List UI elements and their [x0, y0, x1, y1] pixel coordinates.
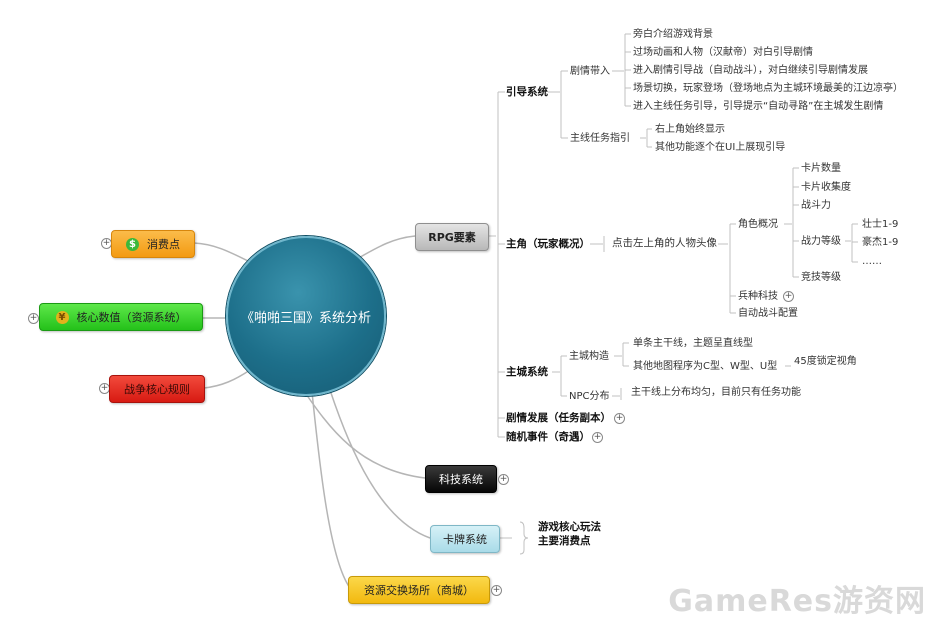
structure-view-note: 45度锁定视角: [794, 356, 857, 367]
node-battle-rules-label: 战争核心规则: [124, 383, 190, 396]
npc-note: 主干线上分布均匀，目前只有任务功能: [631, 387, 801, 398]
node-shop[interactable]: 资源交换场所（商城）: [348, 576, 490, 604]
mainline-item-2: 其他功能逐个在UI上展现引导: [655, 142, 786, 153]
node-core-values[interactable]: ¥ 核心数值（资源系统）: [39, 303, 203, 331]
overview-combat-power: 战斗力: [801, 200, 831, 211]
story-item-4: 场景切换，玩家登场（登场地点为主城环境最美的江边凉亭）: [633, 83, 903, 94]
expand-random-icon[interactable]: +: [592, 432, 603, 443]
level-hero: 豪杰1-9: [862, 237, 899, 248]
expand-troop-tech-icon[interactable]: +: [783, 291, 794, 302]
node-tech-system-label: 科技系统: [439, 473, 483, 486]
structure-item-2: 其他地图程序为C型、W型、U型: [633, 361, 778, 372]
story-item-5: 进入主线任务引导，引导提示“自动寻路”在主城发生剧情: [633, 101, 884, 112]
story-item-3: 进入剧情引导战（自动战斗），对白继续引导剧情发展: [633, 65, 868, 76]
overview-card-collection: 卡片收集度: [801, 182, 851, 193]
dollar-icon: $: [126, 237, 139, 251]
node-card-system[interactable]: 卡牌系统: [430, 525, 500, 553]
watermark-logo: GameRes游资网: [668, 584, 926, 619]
story-item-1: 旁白介绍游戏背景: [633, 29, 713, 40]
overview-power-level: 战力等级: [801, 236, 841, 247]
card-note-2: 主要消费点: [538, 535, 591, 547]
expand-core-values-icon[interactable]: +: [28, 313, 39, 324]
drama-development[interactable]: 剧情发展（任务副本）: [506, 412, 611, 424]
mainline-guide[interactable]: 主线任务指引: [570, 133, 630, 144]
city-structure[interactable]: 主城构造: [569, 351, 609, 362]
coins-icon: ¥: [55, 310, 69, 324]
central-topic-title: 《啪啪三国》系统分析: [240, 310, 371, 326]
expand-shop-icon[interactable]: +: [491, 585, 502, 596]
protagonist-hint: 点击左上角的人物头像: [612, 237, 717, 249]
story-intro[interactable]: 剧情带入: [570, 66, 610, 77]
structure-item-1: 单条主干线，主题呈直线型: [633, 338, 753, 349]
city-system[interactable]: 主城系统: [506, 366, 548, 378]
expand-drama-icon[interactable]: +: [614, 413, 625, 424]
node-shop-label: 资源交换场所（商城）: [364, 584, 474, 597]
guide-system[interactable]: 引导系统: [506, 86, 548, 98]
central-topic[interactable]: 《啪啪三国》系统分析: [226, 236, 386, 396]
npc-distribution[interactable]: NPC分布: [569, 391, 610, 402]
node-battle-rules[interactable]: 战争核心规则: [109, 375, 205, 403]
card-note-1: 游戏核心玩法: [538, 521, 601, 533]
mainline-item-1: 右上角始终显示: [655, 124, 725, 135]
node-card-system-label: 卡牌系统: [443, 533, 487, 546]
role-overview[interactable]: 角色概况: [738, 219, 778, 230]
level-warrior: 壮士1-9: [862, 219, 899, 230]
node-consume[interactable]: $ 消费点: [111, 230, 195, 258]
level-more: ……: [862, 256, 882, 267]
node-core-values-label: 核心数值（资源系统）: [76, 311, 187, 324]
node-rpg[interactable]: RPG要素: [415, 223, 489, 251]
expand-tech-icon[interactable]: +: [498, 474, 509, 485]
random-events[interactable]: 随机事件（奇遇）: [506, 431, 590, 443]
protagonist[interactable]: 主角（玩家概况）: [506, 238, 590, 250]
node-rpg-label: RPG要素: [428, 231, 476, 244]
troop-tech[interactable]: 兵种科技: [738, 291, 778, 302]
overview-arena-level: 竞技等级: [801, 272, 841, 283]
auto-battle-config[interactable]: 自动战斗配置: [738, 308, 798, 319]
node-consume-label: 消费点: [147, 238, 180, 251]
node-tech-system[interactable]: 科技系统: [425, 465, 497, 493]
story-item-2: 过场动画和人物（汉献帝）对白引导剧情: [633, 47, 813, 58]
overview-card-count: 卡片数量: [801, 163, 841, 174]
